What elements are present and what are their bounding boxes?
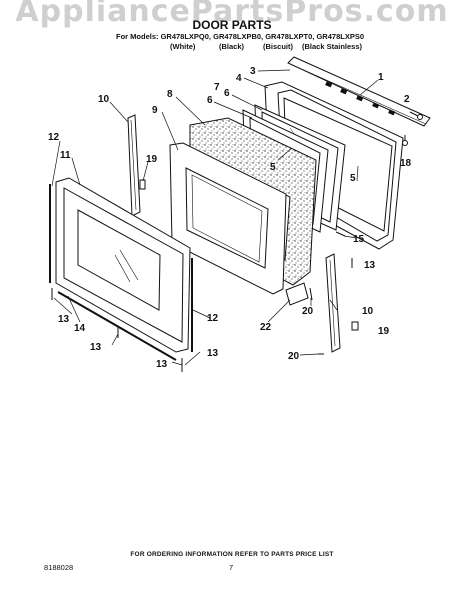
callout-6-mid: 6 [207, 95, 213, 106]
leader-lines [51, 69, 379, 366]
callout-5-right: 5 [350, 173, 356, 184]
door-outer-panel [55, 177, 191, 353]
callout-3: 3 [250, 66, 256, 77]
part-number: 8188028 [44, 563, 74, 572]
callout-4: 4 [236, 73, 242, 84]
callout-13-c: 13 [207, 348, 219, 359]
screw-2 [409, 111, 423, 120]
callout-1: 1 [378, 72, 384, 83]
callout-19-right: 19 [378, 326, 390, 337]
callout-19-left: 19 [146, 154, 158, 165]
watermark-text: AppliancePartsPros.com [15, 0, 449, 29]
callout-20-top: 20 [302, 306, 314, 317]
callout-22: 22 [260, 322, 272, 333]
variant-biscuit: (Biscuit) [263, 42, 293, 51]
page-number: 7 [229, 563, 234, 572]
screw-20-a [309, 287, 313, 301]
clip-19-right [351, 321, 359, 331]
ordering-note: FOR ORDERING INFORMATION REFER TO PARTS … [130, 551, 334, 558]
callout-13-e: 13 [156, 359, 168, 370]
callout-15: 15 [353, 234, 365, 245]
models-line: For Models: GR478LXPQ0, GR478LXPB0, GR47… [116, 32, 365, 41]
callout-5-left: 5 [270, 162, 276, 173]
callout-13-right: 13 [364, 260, 376, 271]
callout-12-right: 12 [207, 313, 219, 324]
callout-20-bottom: 20 [288, 351, 300, 362]
callout-11: 11 [60, 150, 71, 161]
callout-8: 8 [167, 89, 173, 100]
callout-13-a: 13 [58, 314, 70, 325]
variant-black-stainless: (Black Stainless) [302, 42, 363, 51]
door-hinge-right [325, 253, 341, 353]
callout-10-right: 10 [362, 306, 374, 317]
callout-14: 14 [74, 323, 86, 334]
callout-2: 2 [404, 94, 410, 105]
callout-13-b: 13 [90, 342, 102, 353]
screw-15 [335, 231, 346, 237]
callout-9: 9 [152, 105, 158, 116]
door-inner-panel [169, 142, 287, 295]
clip-19-left [139, 179, 146, 190]
page-title: DOOR PARTS [192, 18, 272, 32]
callout-12-left: 12 [48, 132, 60, 143]
callout-6-top: 6 [224, 88, 230, 99]
callout-7: 7 [214, 82, 220, 93]
callout-10-left: 10 [98, 94, 110, 105]
door-bottom-trim [57, 291, 177, 361]
hinge-arm-22 [285, 282, 309, 306]
variant-white: (White) [170, 42, 196, 51]
door-hinge-left [127, 114, 141, 217]
callout-18: 18 [400, 158, 412, 169]
variant-black: (Black) [219, 42, 245, 51]
door-vent-trim [287, 56, 431, 127]
